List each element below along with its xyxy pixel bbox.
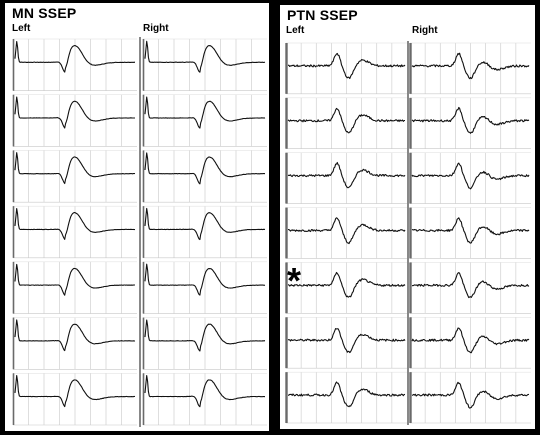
ssep-waveform — [14, 263, 135, 296]
ptn-right-label: Right — [412, 25, 438, 36]
ssep-waveform — [411, 381, 530, 409]
mn-left-label: Left — [12, 23, 31, 34]
ssep-waveform — [14, 40, 136, 73]
ptn-left-label: Left — [286, 25, 305, 36]
ssep-waveform — [411, 217, 530, 244]
ssep-waveform — [144, 40, 266, 73]
ssep-waveform — [287, 271, 406, 298]
ssep-waveform — [287, 328, 406, 354]
ssep-waveform — [288, 381, 406, 408]
ssep-waveform — [287, 107, 405, 134]
ssep-waveform — [14, 152, 136, 185]
ssep-waveform — [144, 319, 266, 352]
ssep-waveform — [411, 327, 530, 354]
ssep-waveform — [144, 375, 266, 408]
mn-ssep-panel: MN SSEP Left Right — [5, 3, 269, 431]
ssep-waveform — [144, 96, 266, 129]
ssep-waveform — [144, 263, 266, 296]
ssep-waveform — [411, 106, 530, 134]
ssep-waveform — [14, 208, 136, 240]
ssep-waveform — [411, 272, 530, 299]
ptn-asterisk-marker: * — [287, 260, 302, 301]
mn-right-label: Right — [143, 23, 169, 34]
mn-ssep-trace-grid — [12, 37, 267, 427]
ptn-ssep-panel: PTN SSEP Left Right * — [280, 5, 535, 429]
ptn-ssep-title: PTN SSEP — [287, 7, 358, 23]
ssep-waveform — [14, 96, 135, 129]
ptn-ssep-trace-grid — [285, 41, 531, 425]
ssep-waveform — [144, 152, 266, 185]
ssep-waveform — [144, 207, 266, 241]
ssep-waveform — [287, 52, 406, 80]
ssep-waveform — [411, 162, 530, 190]
ssep-waveform — [14, 375, 136, 408]
ssep-waveform — [14, 319, 136, 352]
mn-ssep-title: MN SSEP — [12, 5, 77, 21]
ssep-waveform — [287, 161, 406, 189]
ssep-waveform — [287, 217, 406, 245]
ssep-waveform — [411, 52, 530, 80]
